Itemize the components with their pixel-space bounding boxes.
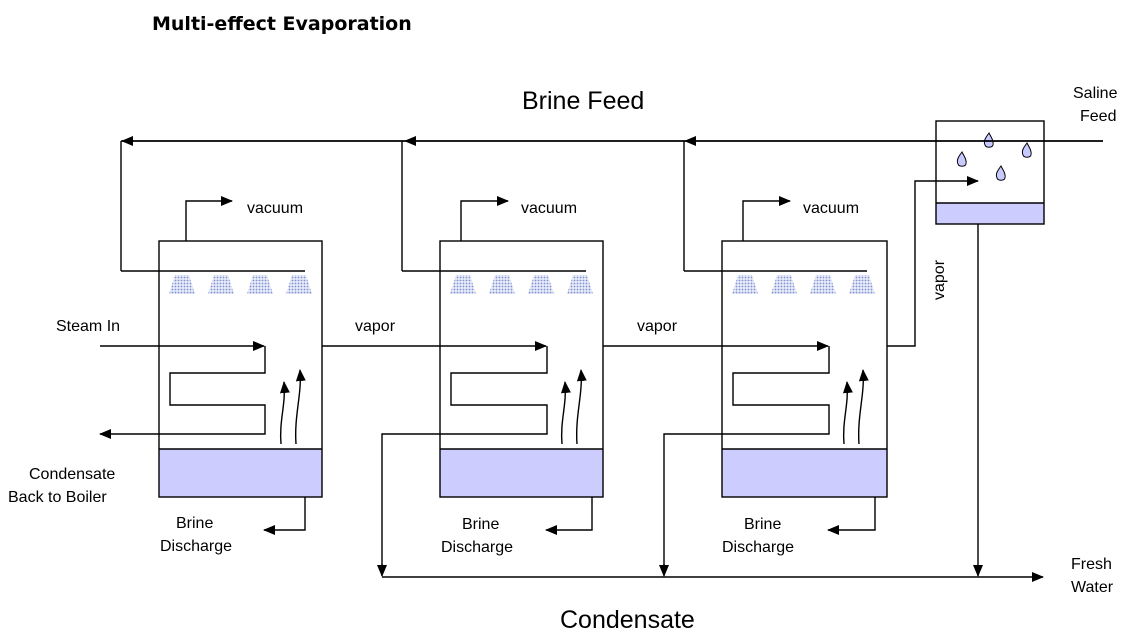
spray-nozzles (169, 275, 312, 294)
condensate-back-label-line2: Back to Boiler (8, 489, 107, 506)
effect-1 (99, 196, 323, 535)
vapor-label-2: vapor (637, 318, 678, 335)
saline-feed-label-line2: Feed (1080, 108, 1116, 125)
effect-2 (322, 196, 604, 575)
brine-discharge-label-1b: Discharge (160, 538, 232, 555)
droplet-icon (956, 132, 1032, 181)
brine-discharge-label-3a: Brine (744, 516, 781, 533)
condensate-label: Condensate (560, 606, 695, 634)
vacuum-label-2: vacuum (521, 200, 577, 217)
vapor-label-3: vapor (931, 259, 948, 300)
brine-discharge-label-2b: Discharge (441, 539, 513, 556)
steam-in-label: Steam In (56, 318, 120, 335)
brine-feed-label: Brine Feed (522, 87, 644, 115)
vapor-label-1: vapor (355, 318, 396, 335)
brine-discharge-label-2a: Brine (462, 516, 499, 533)
vacuum-label-1: vacuum (247, 200, 303, 217)
effect-3 (603, 176, 979, 575)
vacuum-label-3: vacuum (803, 200, 859, 217)
saline-feed-label-line1: Saline (1073, 85, 1118, 102)
spray-nozzles (732, 275, 875, 294)
condensate-header (377, 224, 1044, 582)
diagram-title: Multi-effect Evaporation (152, 13, 412, 35)
condensate-back-label-line1: Condensate (29, 466, 115, 483)
brine-feed-header (120, 136, 1103, 272)
saline-feed-tank (935, 120, 1045, 225)
brine-discharge-label-1a: Brine (176, 515, 213, 532)
fresh-water-label-line2: Water (1071, 579, 1114, 596)
fresh-water-label-line1: Fresh (1071, 556, 1112, 573)
spray-nozzles (450, 275, 593, 294)
brine-discharge-label-3b: Discharge (722, 539, 794, 556)
